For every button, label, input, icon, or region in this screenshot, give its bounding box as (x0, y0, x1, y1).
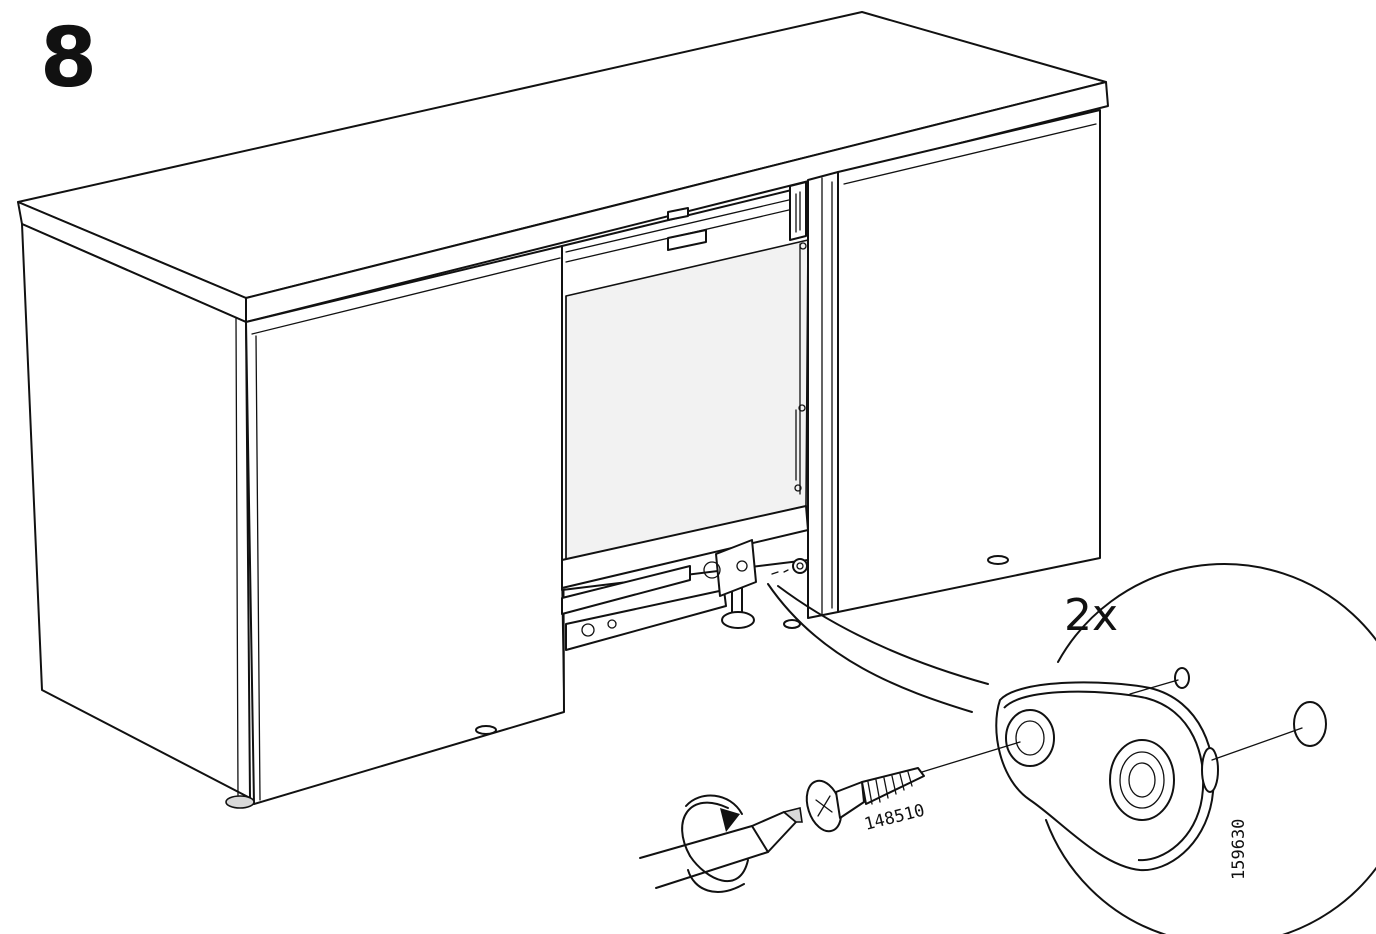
fixing-point (792, 558, 808, 574)
adjustable-foot (721, 611, 755, 629)
dishwasher-body (565, 239, 809, 561)
detail-circle (1045, 563, 1376, 934)
mounting-bracket (995, 681, 1219, 872)
quantity-label: 2x (1064, 590, 1118, 641)
cabinet (17, 11, 1109, 809)
clockwise-arrow-icon (681, 794, 749, 893)
left-side-panel (21, 223, 251, 799)
zoom-leader (767, 583, 989, 713)
screw-part-number: 148510 (862, 801, 926, 835)
bracket-part-number: 159630 (1229, 819, 1249, 880)
wall-hole (1293, 701, 1327, 747)
step-number: 8 (40, 11, 97, 106)
right-door (837, 109, 1101, 613)
screw: 148510 (805, 767, 927, 835)
left-door (245, 245, 565, 805)
detail-callout: 2x 159630 (921, 563, 1376, 934)
screwdriver-icon (639, 807, 803, 889)
left-foot (225, 795, 255, 809)
pilot-hole (1174, 667, 1190, 689)
worktop-front-edge (245, 81, 1109, 323)
